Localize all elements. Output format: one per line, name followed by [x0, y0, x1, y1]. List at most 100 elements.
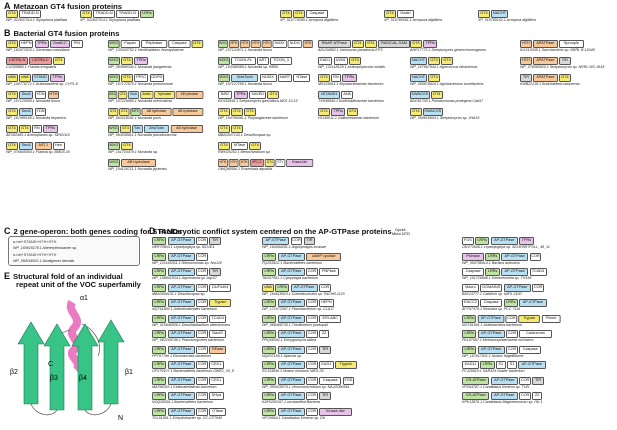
- domain-box: PNPase: [319, 268, 339, 276]
- domain-box: AP-GTPase: [477, 314, 505, 323]
- protein-label: ODV73646.1 Leptolyngbya sp. SIO3FBR7FULL…: [462, 245, 550, 249]
- domain-box: RNAP-ATPase: [318, 40, 351, 48]
- protein-label: TXH45940.1 Burkholderiaceae bacterium: [318, 99, 384, 103]
- domain-box: GDPD: [149, 74, 164, 82]
- domain-box: RN: [330, 74, 341, 82]
- protein-label: PPT07796.1 Elusimicrobia bacterium: [152, 353, 212, 358]
- protein-label: WP_140775772.1 Actinobacteria sp. CYP1-8: [6, 82, 78, 86]
- domain-box: GT4: [230, 108, 243, 116]
- domain-box: S1: [495, 361, 506, 369]
- protein-label: NQT61800.1 Ardenticatenales bacterium: [152, 307, 217, 311]
- domain-box: LRRs: [474, 237, 490, 245]
- domain-box: SecA: [18, 142, 34, 150]
- domain-box: WXG: [108, 40, 120, 48]
- domain-box: XPC-C: [249, 159, 264, 167]
- beta3-arrow: [43, 323, 71, 411]
- domain-box: GT4: [364, 40, 377, 48]
- domain-box: COR: [506, 345, 518, 354]
- domain-box: Hydrolase: [153, 91, 176, 99]
- protein-label: PCJ25610.1 SAR324 cluster bacterium: [462, 369, 525, 373]
- domain-box: HTH: [239, 40, 250, 48]
- domain-box: GT4: [52, 57, 65, 65]
- domain-box: HTH: [520, 57, 532, 65]
- domain-box: ZetaToxin: [230, 74, 259, 82]
- domain-box: SWACOS: [422, 108, 443, 116]
- protein-label: XP_015789152.1 Acropora digitifera: [478, 18, 536, 22]
- protein-label: AEV82465.1 Actinoplanes sp. SE50/110: [6, 133, 70, 137]
- domain-box: AP-GTPase: [167, 392, 195, 400]
- domain-box: Caspase: [319, 376, 342, 385]
- domain-box: LRRs: [152, 252, 167, 261]
- domain-box: AP-GTPase: [167, 407, 195, 416]
- domain-box: GT4: [346, 108, 359, 116]
- domain-box: COR: [306, 345, 318, 354]
- domain-box: HEPN: [319, 299, 334, 307]
- domain-box: Amido: [139, 91, 154, 99]
- domain-box: LRRs: [462, 345, 477, 354]
- domain-box: TPRs: [422, 40, 438, 48]
- domain-box: WXG: [108, 159, 120, 167]
- domain-box: AP-GTPase: [500, 252, 529, 261]
- domain-box: LRRs: [262, 314, 277, 323]
- protein-label: RCJ33846.1 Nostoc minutum NIES-26: [262, 369, 324, 373]
- domain-box: AP-GTPase: [290, 283, 318, 292]
- domain-box: BactG: [209, 330, 227, 338]
- domain-box: GT4: [6, 91, 18, 99]
- domain-box: Hen: [52, 142, 65, 150]
- domain-box: MFS: [130, 108, 141, 116]
- domain-box: Kinase-like: [319, 407, 352, 416]
- domain-box: AP-GTPase: [500, 268, 529, 276]
- domain-box: STY: [275, 159, 286, 167]
- domain-box: EAD1: [318, 57, 333, 65]
- domain-box: GT4: [218, 125, 230, 133]
- domain-box: GT4: [267, 91, 280, 99]
- domain-box: COR: [306, 407, 318, 416]
- domain-box: NUDIX: [272, 40, 287, 48]
- domain-box: SecA: [127, 91, 140, 99]
- domain-box: LRRs: [274, 283, 290, 292]
- domain-box: vWA: [262, 283, 274, 292]
- domain-box: GT4: [218, 142, 230, 150]
- domain-box: Trypsin: [334, 361, 357, 369]
- domain-box: TPRs: [233, 91, 248, 99]
- domain-box: NART: [277, 74, 293, 82]
- domain-box: COR: [306, 330, 318, 338]
- domain-box: COR: [196, 330, 208, 338]
- protein-label: PQZ53622.1 Bacteroidetes bacterium: [262, 260, 323, 265]
- domain-box: COR: [519, 392, 531, 400]
- protein-label: KAF0250167.1 unclassified Bacteria: [262, 400, 320, 404]
- domain-box: ANK: [341, 91, 354, 99]
- domain-box: COR: [532, 283, 544, 292]
- domain-box: COR: [505, 314, 518, 323]
- protein-label: XP_015780061.1 Acropora digitifera: [384, 18, 442, 22]
- domain-box: COR: [196, 252, 208, 261]
- domain-box: YDN: [34, 91, 47, 99]
- protein-label: CUS59984.1 Frankia irregularis: [6, 65, 57, 69]
- domain-box: COR: [196, 283, 208, 292]
- domain-box: HEPN: [18, 40, 34, 48]
- domain-box: STAND: [31, 74, 49, 82]
- domain-box: COR: [196, 376, 208, 385]
- label-b2: β2: [10, 369, 18, 376]
- domain-box: GT4: [558, 74, 571, 82]
- domain-box: AP-GTPase: [167, 314, 195, 323]
- protein-label: BAY24777.1 Calothrix sp. NIES-2100: [462, 291, 522, 296]
- domain-box: MTase: [230, 142, 248, 150]
- domain-box: COR: [196, 392, 208, 400]
